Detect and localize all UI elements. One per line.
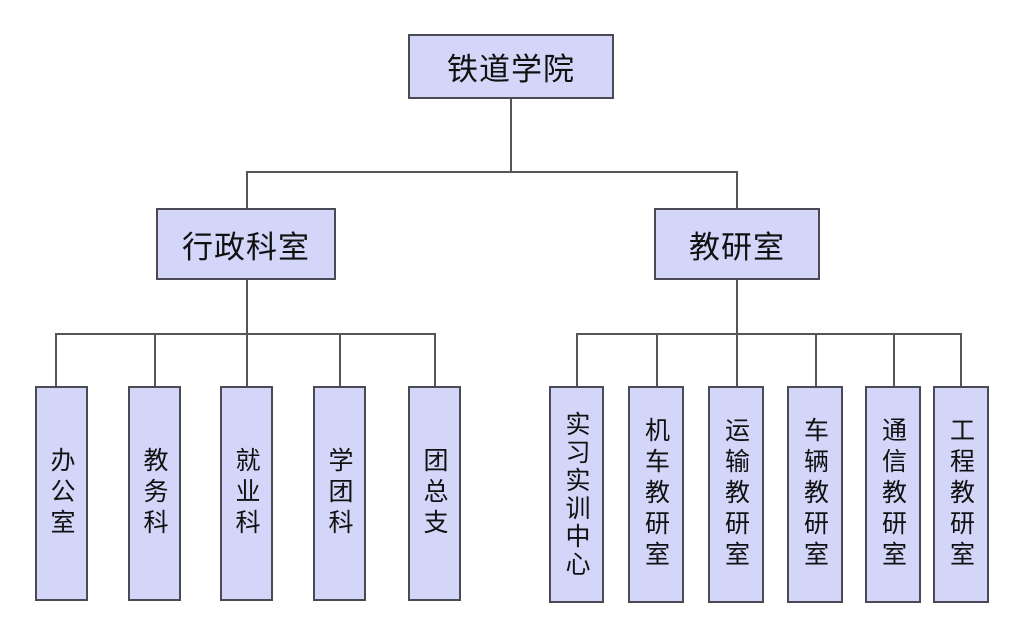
node-label: 车辆教研室 <box>800 417 830 572</box>
connector-teaching-child-0 <box>576 333 578 387</box>
node-teaching-child: 运输教研室 <box>708 386 764 603</box>
node-teaching-research-label: 教研室 <box>689 229 785 266</box>
node-teaching-child: 车辆教研室 <box>787 386 843 603</box>
connector-teaching-child-1 <box>656 333 658 387</box>
node-admin-child: 团总支 <box>408 386 461 601</box>
connector-admin-child-4 <box>434 333 436 387</box>
connector-teaching-child-3 <box>815 333 817 387</box>
node-teaching-research: 教研室 <box>654 208 820 280</box>
node-label: 就业科 <box>232 447 261 540</box>
node-admin-child: 办公室 <box>35 386 88 601</box>
root-node: 铁道学院 <box>408 34 614 99</box>
connector-teaching-down <box>736 279 738 334</box>
connector-teaching-child-4 <box>893 333 895 387</box>
connector-level1-bar <box>246 171 738 173</box>
node-label: 实习实训中心 <box>562 410 591 579</box>
node-admin-offices-label: 行政科室 <box>182 229 310 266</box>
node-label: 运输教研室 <box>721 417 751 572</box>
node-label: 机车教研室 <box>641 417 671 572</box>
node-label: 学团科 <box>325 447 354 540</box>
node-teaching-child: 工程教研室 <box>933 386 989 603</box>
connector-to-admin <box>246 171 248 209</box>
connector-admin-child-3 <box>339 333 341 387</box>
connector-to-teaching <box>736 171 738 209</box>
node-admin-offices: 行政科室 <box>156 208 336 280</box>
connector-root-down <box>510 98 512 172</box>
connector-admin-child-0 <box>55 333 57 387</box>
connector-teaching-child-5 <box>960 333 962 387</box>
node-label: 工程教研室 <box>946 417 976 572</box>
node-admin-child: 就业科 <box>220 386 273 601</box>
connector-admin-child-2 <box>246 333 248 387</box>
connector-admin-bar <box>55 333 436 335</box>
connector-teaching-bar <box>576 333 961 335</box>
node-label: 团总支 <box>420 447 449 540</box>
node-admin-child: 学团科 <box>313 386 366 601</box>
node-label: 通信教研室 <box>878 417 908 572</box>
node-label: 教务科 <box>140 447 169 540</box>
connector-admin-child-1 <box>154 333 156 387</box>
node-label: 办公室 <box>47 447 76 540</box>
root-node-label: 铁道学院 <box>447 52 575 88</box>
node-teaching-child: 实习实训中心 <box>549 386 604 603</box>
node-teaching-child: 通信教研室 <box>865 386 921 603</box>
connector-admin-down <box>246 279 248 334</box>
node-teaching-child: 机车教研室 <box>628 386 684 603</box>
node-admin-child: 教务科 <box>128 386 181 601</box>
connector-teaching-child-2 <box>736 333 738 387</box>
